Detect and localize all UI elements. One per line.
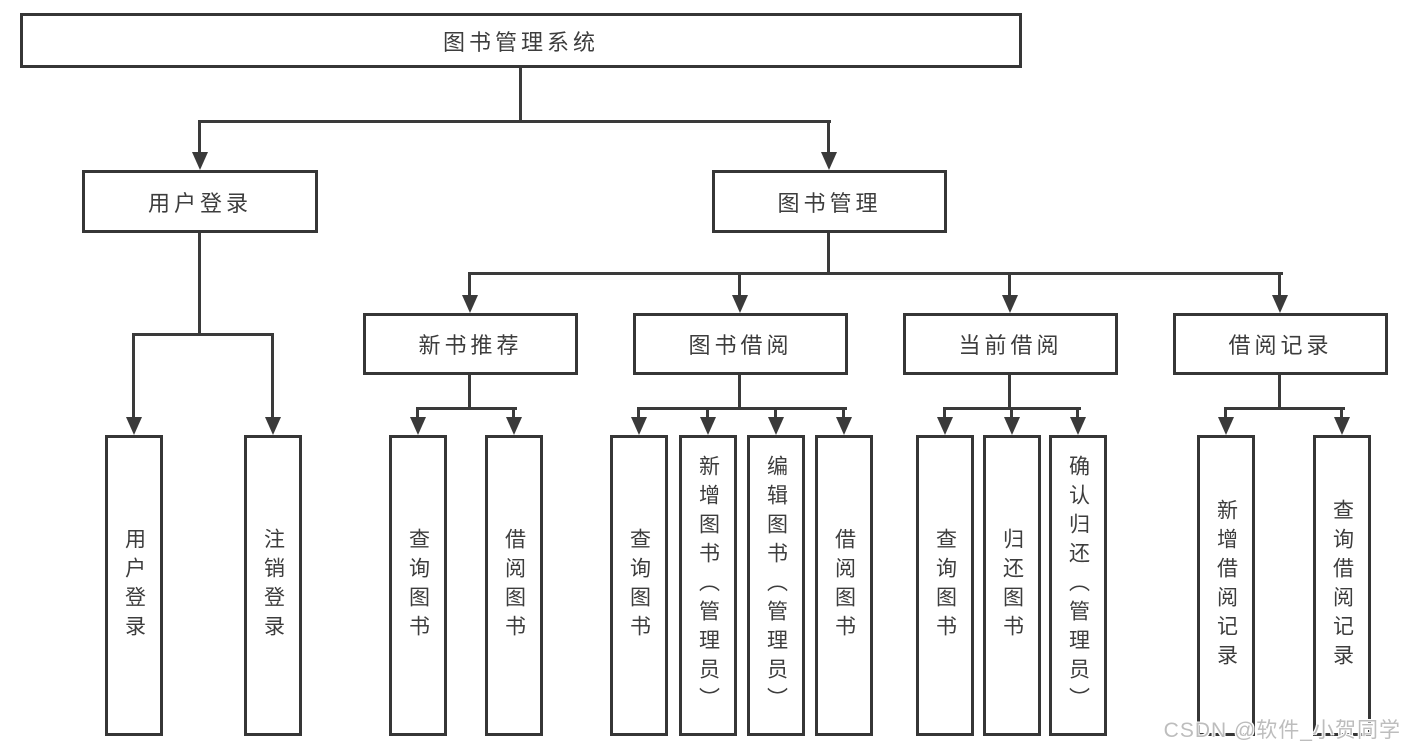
leaf-label: 新增图书（管理员）	[696, 455, 720, 716]
leaf-label: 确认归还（管理员）	[1066, 455, 1090, 716]
connector-line	[774, 407, 777, 419]
connector-arrow	[265, 417, 281, 435]
connector-line	[1008, 272, 1011, 297]
connector-line	[1224, 407, 1345, 410]
node-label: 图书管理系统	[442, 29, 599, 55]
connector-line	[1076, 407, 1079, 419]
leaf-label: 查询图书	[406, 527, 430, 644]
node-user-login: 用户登录	[82, 170, 318, 233]
leaf-label: 查询图书	[933, 527, 957, 644]
leaf-add-borrow-record: 新增借阅记录	[1197, 435, 1255, 736]
node-new-book-recommend: 新书推荐	[363, 313, 578, 375]
leaf-label: 注销登录	[261, 527, 285, 644]
connector-line	[738, 375, 741, 409]
leaf-borrow-books-recommend: 借阅图书	[485, 435, 543, 736]
connector-arrow	[821, 152, 837, 170]
connector-arrow	[937, 417, 953, 435]
leaf-label: 归还图书	[1000, 527, 1024, 644]
connector-line	[468, 272, 1283, 275]
connector-line	[416, 407, 419, 419]
connector-arrow	[768, 417, 784, 435]
connector-line	[198, 120, 831, 123]
connector-line	[468, 272, 471, 297]
leaf-confirm-return-admin: 确认归还（管理员）	[1049, 435, 1107, 736]
connector-line	[1278, 272, 1281, 297]
node-label: 当前借阅	[958, 333, 1063, 358]
leaf-label: 用户登录	[122, 527, 146, 644]
connector-line	[827, 233, 830, 275]
leaf-logout: 注销登录	[244, 435, 302, 736]
leaf-add-books-admin: 新增图书（管理员）	[679, 435, 737, 736]
connector-line	[132, 333, 274, 336]
leaf-label: 借阅图书	[502, 527, 526, 644]
connector-line	[827, 120, 830, 154]
connector-line	[132, 333, 135, 419]
connector-line	[198, 120, 201, 154]
connector-arrow	[1002, 295, 1018, 313]
leaf-label: 新增借阅记录	[1214, 498, 1238, 673]
node-borrow-record: 借阅记录	[1173, 313, 1388, 375]
node-label: 图书管理	[777, 190, 882, 216]
connector-arrow	[506, 417, 522, 435]
leaf-query-books-recommend: 查询图书	[389, 435, 447, 736]
connector-arrow	[631, 417, 647, 435]
connector-arrow	[462, 295, 478, 313]
connector-line	[637, 407, 640, 419]
connector-line	[416, 407, 517, 410]
node-label: 图书借阅	[688, 333, 793, 358]
leaf-label: 查询借阅记录	[1330, 498, 1354, 673]
connector-arrow	[1004, 417, 1020, 435]
connector-line	[1340, 407, 1343, 419]
node-label: 新书推荐	[418, 333, 523, 358]
connector-arrow	[126, 417, 142, 435]
connector-line	[271, 333, 274, 419]
node-label: 用户登录	[147, 190, 252, 216]
node-book-management: 图书管理	[712, 170, 947, 233]
connector-arrow	[1272, 295, 1288, 313]
leaf-label: 编辑图书（管理员）	[764, 455, 788, 716]
connector-arrow	[1070, 417, 1086, 435]
connector-line	[637, 407, 847, 410]
connector-arrow	[1218, 417, 1234, 435]
leaf-query-borrow-record: 查询借阅记录	[1313, 435, 1371, 736]
connector-line	[738, 272, 741, 297]
leaf-label: 借阅图书	[832, 527, 856, 644]
leaf-user-login: 用户登录	[105, 435, 163, 736]
connector-arrow	[836, 417, 852, 435]
connector-line	[1010, 407, 1013, 419]
leaf-return-books: 归还图书	[983, 435, 1041, 736]
leaf-label: 查询图书	[627, 527, 651, 644]
leaf-edit-books-admin: 编辑图书（管理员）	[747, 435, 805, 736]
connector-arrow	[732, 295, 748, 313]
connector-arrow	[192, 152, 208, 170]
connector-line	[512, 407, 515, 419]
connector-line	[1278, 375, 1281, 409]
node-current-borrow: 当前借阅	[903, 313, 1118, 375]
node-book-borrow: 图书借阅	[633, 313, 848, 375]
connector-line	[706, 407, 709, 419]
leaf-borrow-books: 借阅图书	[815, 435, 873, 736]
connector-arrow	[1334, 417, 1350, 435]
connector-arrow	[700, 417, 716, 435]
leaf-query-books-borrow: 查询图书	[610, 435, 668, 736]
connector-line	[468, 375, 471, 409]
connector-arrow	[410, 417, 426, 435]
connector-line	[519, 68, 522, 122]
node-library-system: 图书管理系统	[20, 13, 1022, 68]
watermark: CSDN @软件_小贺同学	[1163, 719, 1401, 742]
leaf-query-books-current: 查询图书	[916, 435, 974, 736]
connector-line	[943, 407, 946, 419]
connector-line	[842, 407, 845, 419]
connector-line	[1224, 407, 1227, 419]
node-label: 借阅记录	[1228, 333, 1333, 358]
connector-line	[198, 233, 201, 335]
connector-line	[1008, 375, 1011, 409]
